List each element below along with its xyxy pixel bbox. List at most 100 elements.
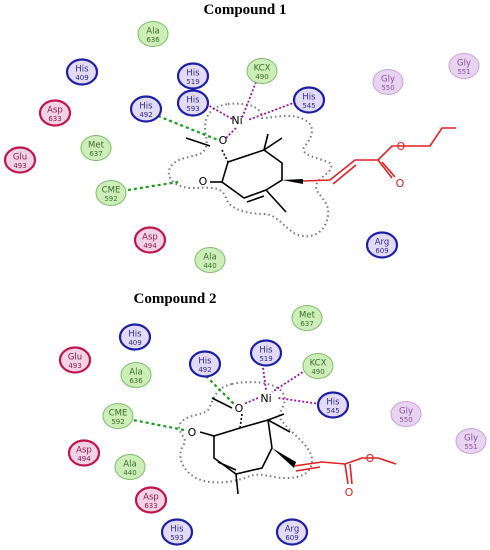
residue-bubble: [137, 21, 169, 47]
residue-number: 545: [302, 102, 315, 110]
residue-name: Ala: [129, 368, 142, 378]
panel-2-metal-o: [243, 397, 259, 405]
panel-1-ester-chain: [302, 127, 456, 185]
residue-name: Arg: [375, 238, 390, 248]
residue-name: CME: [102, 186, 121, 196]
panel-1-hbond-cme592: [127, 180, 179, 192]
residue-bubble: [114, 454, 146, 480]
panel-1-hbond-his492: [157, 114, 219, 142]
panel-2-atom-o-methoxy: O: [235, 402, 244, 415]
residue-number: 440: [123, 469, 136, 477]
residue-number: 492: [139, 111, 152, 119]
residue-name: Arg: [285, 525, 300, 535]
residue-number: 519: [259, 355, 272, 363]
residue-name: Asp: [76, 446, 92, 456]
panel-2-metal-kcx490: [271, 369, 307, 393]
residue-name: CME: [109, 409, 128, 419]
residue-name: His: [170, 525, 184, 535]
residue-name: Glu: [13, 153, 27, 163]
panel-1-ligand-pocket-outline: [167, 102, 333, 238]
residue-number: 637: [300, 320, 313, 328]
panel-1-atom-o-ester: O: [397, 140, 406, 153]
residue-number: 551: [457, 68, 470, 76]
residue-name: Gly: [381, 75, 395, 85]
residue-name: KCX: [310, 359, 327, 369]
residue-bubble: [292, 86, 326, 114]
residue-number: 493: [68, 362, 81, 370]
residue-number: 492: [198, 366, 211, 374]
residue-name: His: [326, 398, 340, 408]
residue-bubble: [188, 350, 222, 378]
residue-bubble: [291, 305, 323, 331]
residue-name: His: [139, 102, 153, 112]
residue-number: 409: [75, 74, 88, 82]
panel-2-ester-chain: [293, 457, 397, 485]
residue-name: His: [186, 96, 200, 106]
residue-bubble: [134, 486, 168, 514]
panel-2-atom-ni: Ni: [260, 392, 271, 405]
residue-bubble: [275, 518, 309, 546]
residue-bubble: [102, 403, 134, 429]
residue-number: 490: [311, 368, 324, 376]
residue-name: Ala: [203, 253, 216, 263]
residue-number: 519: [186, 78, 199, 86]
residue-bubble: [3, 146, 37, 174]
residue-bubble: [80, 135, 112, 161]
panel-2-ligand-pocket-outline: [178, 381, 314, 484]
residue-name: His: [259, 346, 273, 356]
residue-number: 593: [170, 534, 183, 542]
residue-number: 633: [144, 502, 157, 510]
residue-bubble: [58, 346, 92, 374]
panel-1-metal-his593: [205, 103, 235, 121]
residue-bubble: [38, 99, 72, 127]
residue-name: His: [198, 357, 212, 367]
residue-number: 494: [143, 242, 157, 250]
panel-2-hbond-cme592: [127, 417, 185, 432]
residue-name: Gly: [399, 407, 413, 417]
residue-number: 636: [146, 36, 160, 44]
residue-number: 609: [375, 247, 388, 255]
residue-number: 440: [203, 262, 216, 270]
residue-number: 551: [464, 443, 477, 451]
residue-number: 593: [186, 105, 199, 113]
residue-number: 545: [326, 407, 339, 415]
residue-bubble: [176, 62, 210, 90]
residue-bubble: [176, 89, 210, 117]
panel-1-atom-o-carbonyl: O: [396, 177, 405, 190]
panel-compound-1: Compound 1 O O Ni: [3, 2, 480, 273]
panel-1-wedge-bond: [282, 179, 303, 184]
panel-1-atom-o-methoxy: O: [219, 134, 228, 147]
residue-number: 592: [104, 195, 117, 203]
residue-bubble: [67, 439, 101, 467]
residue-bubble: [455, 428, 487, 454]
residue-name: Ala: [146, 27, 159, 37]
residue-number: 550: [381, 84, 394, 92]
